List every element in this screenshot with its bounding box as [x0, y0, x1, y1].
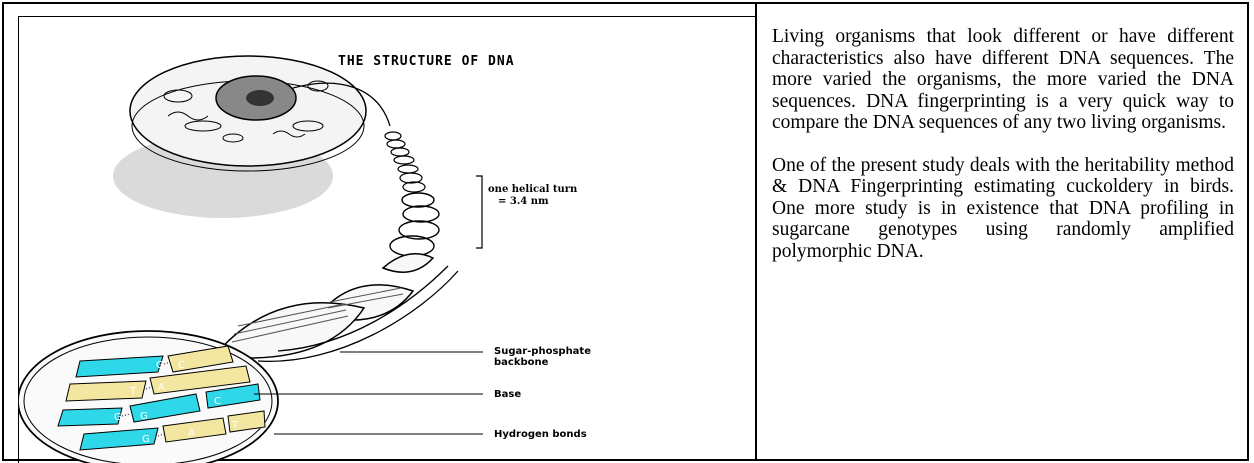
column-divider	[755, 2, 757, 461]
backbone-label: Sugar-phosphate backbone	[494, 346, 591, 368]
base-letter: T	[231, 420, 239, 431]
base-letter: C	[178, 360, 185, 371]
backbone-label-line2: backbone	[494, 357, 591, 368]
coil-medium	[390, 193, 439, 256]
helical-turn-text: one helical turn	[488, 184, 577, 196]
base-letter: G	[114, 412, 122, 423]
backbone-label-line1: Sugar-phosphate	[494, 346, 591, 357]
description-text: Living organisms that look different or …	[772, 26, 1234, 283]
coil-small	[385, 132, 425, 192]
leader-lines	[254, 352, 483, 434]
base-letter: G	[156, 360, 164, 371]
nucleolus	[246, 90, 274, 106]
paragraph-1: Living organisms that look different or …	[772, 26, 1234, 134]
base-letter: G	[140, 411, 148, 422]
helical-turn-value: = 3.4 nm	[488, 196, 577, 208]
base-label: Base	[494, 389, 521, 400]
dna-illustration: G C T A G C G G A T	[18, 16, 755, 463]
helical-bracket	[476, 176, 482, 248]
figure-title: THE STRUCTURE OF DNA	[338, 54, 515, 69]
hydrogen-bonds-label: Hydrogen bonds	[494, 429, 587, 440]
base-letter: A	[188, 428, 195, 439]
base-letter: G	[142, 434, 150, 445]
paragraph-2: One of the present study deals with the …	[772, 155, 1234, 263]
base-letter: A	[158, 382, 165, 393]
helical-turn-label: one helical turn = 3.4 nm	[488, 184, 577, 208]
dna-structure-figure: G C T A G C G G A T THE STRUCTURE OF DNA…	[18, 16, 755, 463]
base-letter: C	[214, 396, 221, 407]
base-letter: T	[129, 386, 137, 397]
